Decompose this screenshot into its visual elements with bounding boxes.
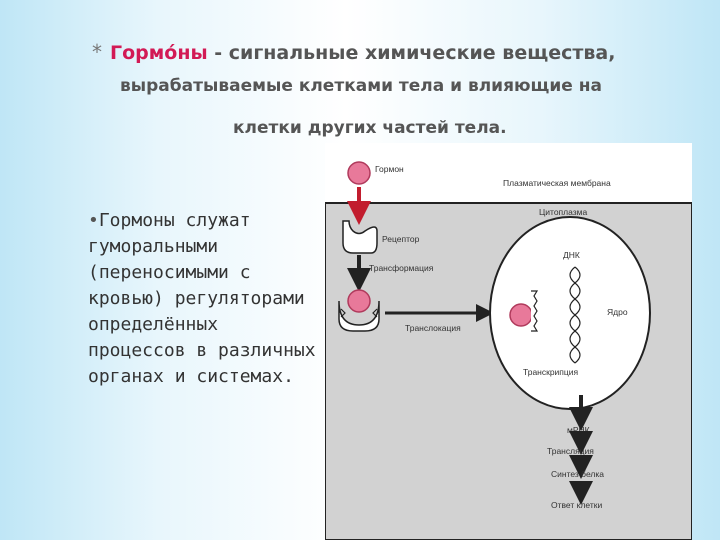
label-hormone: Гормон [375, 164, 404, 174]
label-transcription: Транскрипция [523, 367, 579, 377]
slide-title-line2: вырабатываемые клетками тела и влияющие … [120, 76, 602, 96]
term-hormones: Гормо́ны [110, 42, 208, 64]
title-definition-part1: сигнальные химические вещества, [222, 42, 616, 64]
receptor-zigzag [340, 308, 378, 318]
label-translation: Трансляция [547, 446, 594, 456]
label-translocation: Транслокация [405, 323, 461, 333]
bullet-dot-icon: • [88, 210, 99, 231]
hormone-receptor-complex-icon [347, 289, 371, 313]
diagram-svg: Гормон Рецептор Трансформация Транслокац… [324, 161, 693, 541]
label-receptor: Рецептор [382, 234, 420, 244]
nuclear-receptor-icon [531, 290, 539, 332]
star-bullet-icon: * [92, 40, 102, 64]
hormone-icon [347, 161, 371, 185]
bullet-paragraph: •Гормоны служат гуморальными (переносимы… [88, 208, 320, 390]
bullet-text: Гормоны служат гуморальными (переносимым… [88, 210, 316, 387]
label-membrane: Плазматическая мембрана [503, 178, 611, 188]
slide-title-line1: * Гормо́ны - сигнальные химические вещест… [92, 40, 615, 64]
label-cytoplasm: Цитоплазма [539, 207, 587, 217]
label-transformation: Трансформация [369, 263, 434, 273]
label-protein-synthesis: Синтез белка [551, 469, 604, 479]
receptor-icon [342, 220, 378, 254]
title-dash: - [207, 42, 223, 64]
nuclear-hormone-icon [509, 303, 533, 327]
label-nucleus: Ядро [607, 307, 628, 317]
dna-strand-2 [569, 266, 581, 364]
slide-title-line3: клетки других частей тела. [233, 118, 507, 138]
hormone-action-diagram: Гормон Рецептор Трансформация Транслокац… [324, 143, 693, 541]
label-dna: ДНК [563, 250, 580, 260]
activated-receptor-icon [338, 300, 380, 332]
label-cell-response: Ответ клетки [551, 500, 602, 510]
label-mrna: мРНК [567, 425, 590, 435]
